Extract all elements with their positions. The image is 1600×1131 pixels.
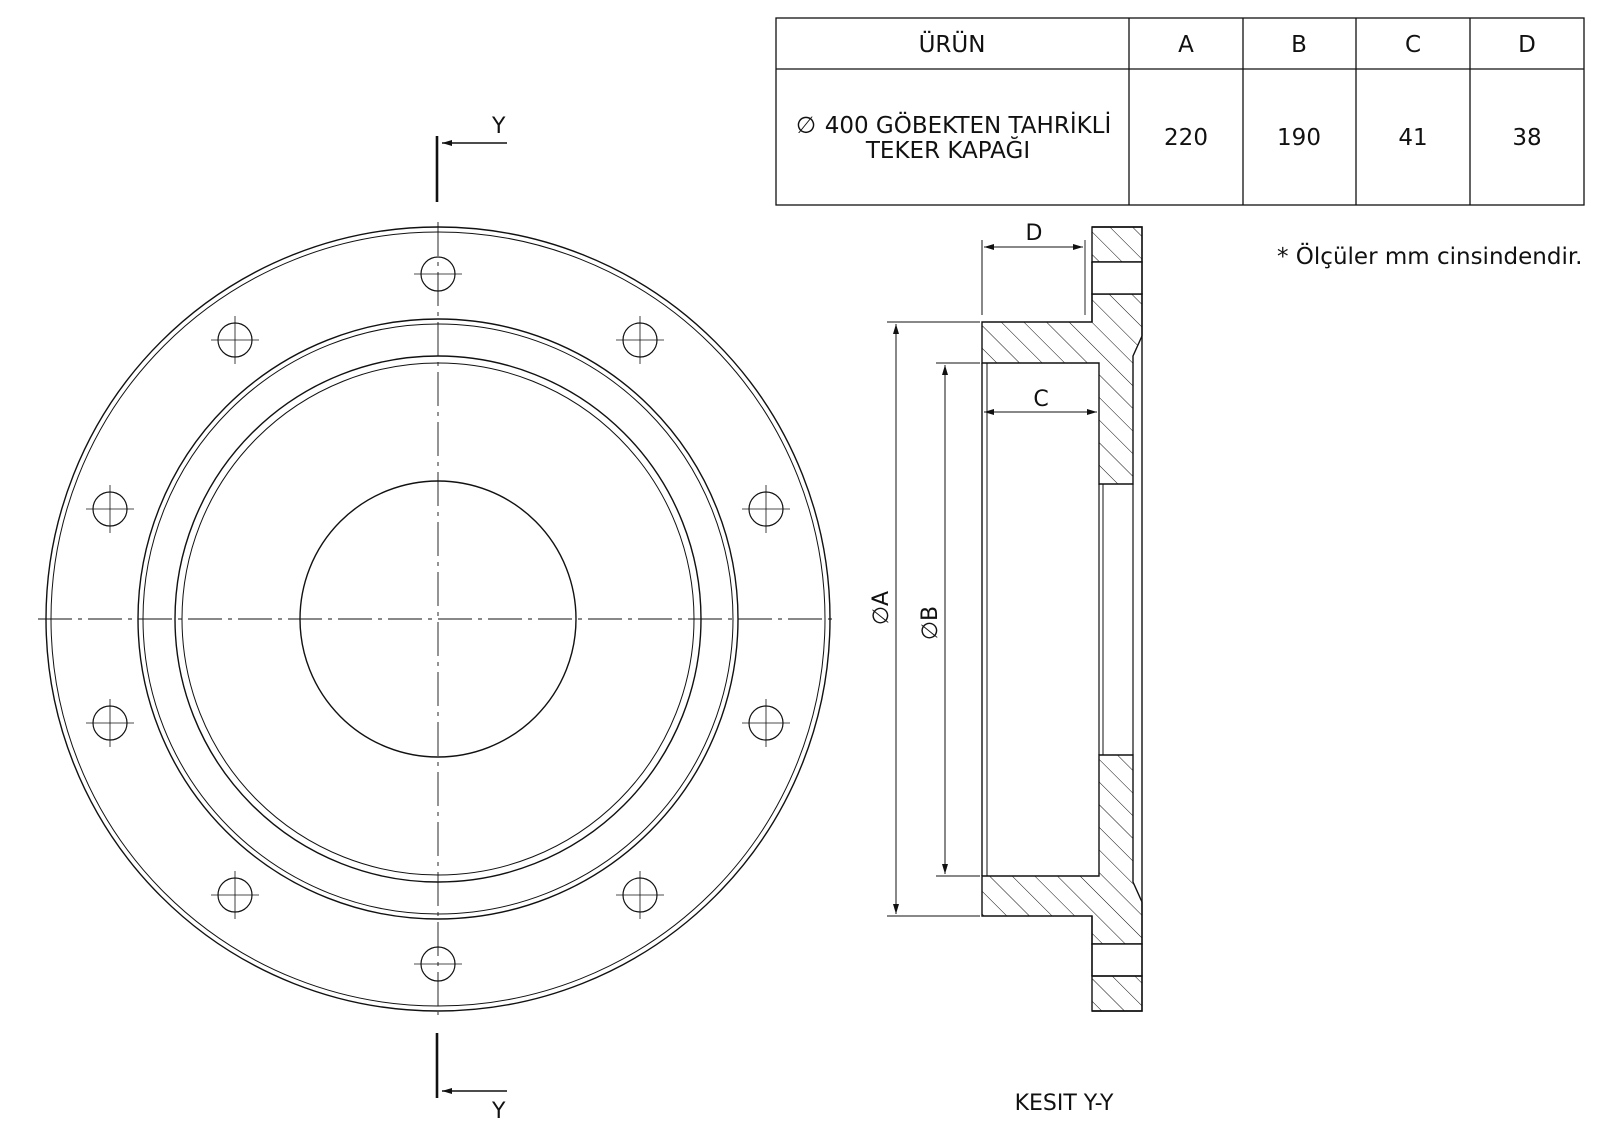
- outer-flange-circle-inner: [50, 231, 826, 1007]
- value-b: 190: [1277, 125, 1321, 151]
- flange-top-upper: [1091, 226, 1143, 263]
- product-name-line1: 400 GÖBEKTEN TAHRİKLİ: [825, 111, 1112, 139]
- header-a: A: [1178, 32, 1194, 58]
- section-label-bottom: Y: [491, 1099, 506, 1124]
- outer-flange-circle: [45, 226, 831, 1012]
- header-d: D: [1518, 32, 1536, 58]
- table-data-row: ∅ 400 GÖBEKTEN TAHRİKLİ TEKER KAPAĞI 220…: [796, 111, 1542, 164]
- inner-bore-circle: [299, 480, 577, 758]
- product-diameter-symbol: ∅: [796, 113, 816, 139]
- product-name-line2: TEKER KAPAĞI: [865, 136, 1030, 164]
- flange-bottom-lower: [1091, 975, 1143, 1012]
- section-hatch-top: [981, 293, 1143, 485]
- value-c: 41: [1398, 125, 1427, 151]
- ring-circle-3: [174, 355, 702, 883]
- bolt-hole-lower-right: [616, 871, 664, 919]
- section-view: [981, 226, 1143, 1012]
- bolt-hole-upper-right: [616, 316, 664, 364]
- section-marker-top: [435, 136, 507, 202]
- value-a: 220: [1164, 125, 1208, 151]
- units-note: * Ölçüler mm cinsindendir.: [1277, 242, 1583, 270]
- dim-label-b: ∅B: [918, 606, 943, 640]
- ring-circle-1: [137, 318, 739, 920]
- header-c: C: [1405, 32, 1421, 58]
- bolt-hole-top: [414, 256, 462, 292]
- section-marker-bottom: [435, 1033, 507, 1098]
- bolt-hole-bottom: [414, 946, 462, 982]
- header-urun: ÜRÜN: [919, 30, 986, 58]
- value-d: 38: [1512, 125, 1541, 151]
- bolt-hole-upper-left: [211, 316, 259, 364]
- front-view: [38, 136, 838, 1098]
- bolt-hole-mid-right-upper: [742, 485, 790, 533]
- section-title: KESIT Y-Y: [1015, 1091, 1114, 1116]
- section-label-top: Y: [491, 114, 506, 139]
- bolt-hole-mid-left-lower: [86, 699, 134, 747]
- dim-label-a: ∅A: [869, 591, 894, 625]
- ring-circle-4: [181, 362, 695, 876]
- bolt-hole-mid-right-lower: [742, 699, 790, 747]
- outer-profile: [1092, 226, 1143, 1012]
- bolt-hole-mid-left-upper: [86, 485, 134, 533]
- dim-label-c: C: [1033, 387, 1048, 412]
- flange-bottom-hole: [1091, 943, 1143, 977]
- dimension-table: [775, 17, 1585, 206]
- section-dimensions: [887, 240, 1097, 917]
- section-hatch-bottom: [981, 754, 1143, 945]
- ring-circle-2: [142, 323, 734, 915]
- table-header-row: ÜRÜN A B C D: [919, 30, 1536, 58]
- header-b: B: [1291, 32, 1307, 58]
- bolt-hole-lower-left: [211, 871, 259, 919]
- dim-label-d: D: [1026, 221, 1043, 246]
- flange-top-hole: [1091, 261, 1143, 295]
